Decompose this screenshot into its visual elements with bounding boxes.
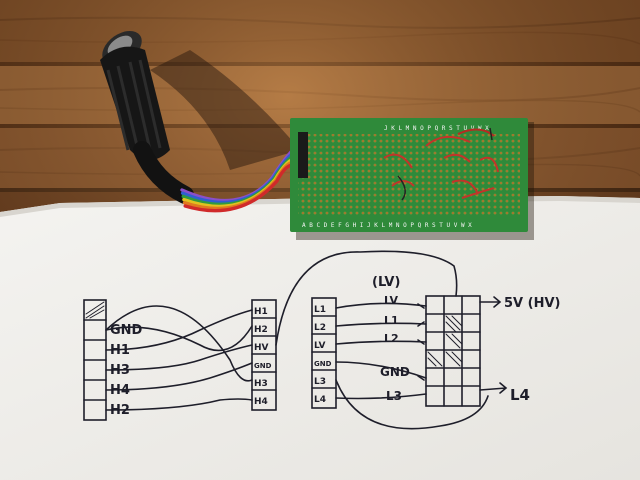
- converter-label-l3: L3: [386, 389, 402, 403]
- pin-header: [298, 132, 308, 178]
- left-block: [83, 299, 107, 421]
- mid-label-h1: H1: [254, 307, 268, 317]
- right-label-lv: LV: [314, 341, 325, 351]
- cable-shadow: [150, 50, 300, 170]
- right-label-l3: L3: [314, 377, 326, 387]
- sketch-labels: GND H1 H3 H4 H2 H1 H2 HV GND H3 H4 L1 L2…: [110, 275, 560, 418]
- right-label-l2: L2: [314, 323, 326, 333]
- converter-block: [425, 295, 481, 407]
- arrow-label-5v-hv: 5V (HV): [504, 296, 560, 311]
- left-label-h3: H3: [110, 363, 130, 378]
- mid-label-hv: HV: [254, 343, 269, 353]
- right-label-l1: L1: [314, 305, 326, 315]
- pcb-top-labels: J K L M N O P Q R S T U V W X: [384, 125, 489, 132]
- mid-label-h3: H3: [254, 379, 268, 389]
- left-label-h4: H4: [110, 383, 130, 398]
- right-label-gnd: GND: [314, 360, 332, 368]
- left-label-gnd: GND: [110, 323, 143, 338]
- right-block: [311, 297, 337, 409]
- converter-label-row2: L1: [384, 314, 399, 327]
- arrow-label-l4: L4: [510, 386, 530, 404]
- pcb-board: J K L M N O P Q R S T U V W X A B C D E …: [290, 118, 534, 240]
- pcb-bottom-labels: A B C D E F G H I J K L M N O P Q R S T …: [302, 222, 472, 229]
- mid-label-gnd: GND: [254, 362, 272, 370]
- left-label-h1: H1: [110, 343, 130, 358]
- middle-block: [251, 299, 277, 411]
- wiring-sketch: [83, 250, 508, 430]
- converter-label-row3: L2: [384, 332, 399, 345]
- mid-label-h4: H4: [254, 397, 268, 407]
- right-label-l4: L4: [314, 395, 326, 405]
- mid-label-h2: H2: [254, 325, 268, 335]
- converter-label-lv-top: (LV): [372, 275, 400, 290]
- left-label-h2: H2: [110, 403, 130, 418]
- converter-label-gnd: GND: [380, 365, 410, 379]
- din-connector: [100, 30, 194, 204]
- converter-label-row1: LV: [384, 294, 398, 307]
